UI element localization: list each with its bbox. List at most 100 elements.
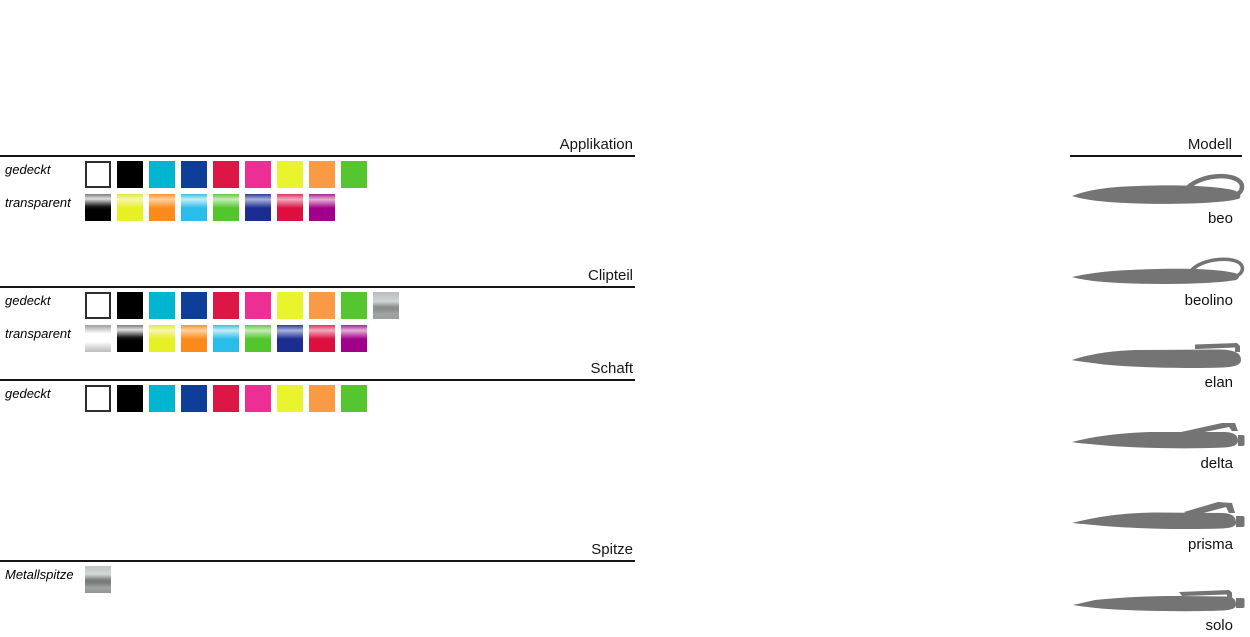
swatch-green[interactable] xyxy=(341,292,367,319)
swatch-green[interactable] xyxy=(341,385,367,412)
swatch-black[interactable] xyxy=(117,385,143,412)
swatch-orange[interactable] xyxy=(309,161,335,188)
swatch-strip xyxy=(85,566,111,593)
swatch-pink[interactable] xyxy=(245,385,271,412)
swatch-purple-transparent[interactable] xyxy=(309,194,335,221)
model-item-delta[interactable]: delta xyxy=(1070,415,1247,473)
swatch-orange[interactable] xyxy=(309,385,335,412)
swatch-yellow[interactable] xyxy=(277,292,303,319)
pen-silhouette-elan-icon xyxy=(1072,343,1241,369)
variant-label: gedeckt xyxy=(5,386,51,401)
section-title-applikation: Applikation xyxy=(0,135,635,157)
swatch-metal-silver[interactable] xyxy=(85,566,111,593)
swatch-blue-transparent[interactable] xyxy=(277,325,303,352)
swatch-white[interactable] xyxy=(85,292,111,319)
swatch-yellow[interactable] xyxy=(277,385,303,412)
swatch-black[interactable] xyxy=(117,161,143,188)
swatch-blue[interactable] xyxy=(181,161,207,188)
swatch-strip xyxy=(85,325,367,352)
section-title-schaft: Schaft xyxy=(0,359,635,381)
swatch-cyan[interactable] xyxy=(149,161,175,188)
swatch-row-gedeckt: gedeckt xyxy=(0,161,635,188)
model-label-prisma: prisma xyxy=(1187,536,1233,553)
swatch-pink[interactable] xyxy=(245,292,271,319)
pen-silhouette-beolino-icon xyxy=(1072,257,1245,284)
swatch-row-transparent: transparent xyxy=(0,325,635,352)
section-title-text: Applikation xyxy=(559,136,633,153)
section-title-text: Modell xyxy=(1187,136,1232,153)
swatch-rows-schaft: gedeckt xyxy=(0,385,635,412)
variant-label: transparent xyxy=(5,326,71,341)
variant-label: transparent xyxy=(5,195,71,210)
swatch-blue[interactable] xyxy=(181,292,207,319)
section-modell: Modell xyxy=(1070,135,1242,157)
swatch-cyan-transparent[interactable] xyxy=(213,325,239,352)
swatch-black-transparent[interactable] xyxy=(85,194,111,221)
variant-label: gedeckt xyxy=(5,162,51,177)
swatch-red-transparent[interactable] xyxy=(277,194,303,221)
swatch-orange[interactable] xyxy=(309,292,335,319)
variant-label: gedeckt xyxy=(5,293,51,308)
model-item-beolino[interactable]: beolino xyxy=(1070,252,1247,310)
swatch-cyan[interactable] xyxy=(149,292,175,319)
swatch-rows-clipteil: gedeckt transparent xyxy=(0,292,635,352)
swatch-red[interactable] xyxy=(213,292,239,319)
section-title-text: Clipteil xyxy=(587,267,633,284)
swatch-blue-transparent[interactable] xyxy=(245,194,271,221)
swatch-orange-transparent[interactable] xyxy=(181,325,207,352)
section-title-text: Spitze xyxy=(591,541,633,558)
swatch-clear-transparent[interactable] xyxy=(85,325,111,352)
section-title-text: Schaft xyxy=(590,360,633,377)
swatch-cyan-transparent[interactable] xyxy=(181,194,207,221)
model-item-beo[interactable]: beo xyxy=(1070,170,1247,228)
pen-silhouette-prisma-icon xyxy=(1072,502,1245,530)
swatch-black[interactable] xyxy=(117,292,143,319)
swatch-row-metallspitze: Metallspitze xyxy=(0,566,635,593)
swatch-blue[interactable] xyxy=(181,385,207,412)
swatch-pink[interactable] xyxy=(245,161,271,188)
pen-silhouette-delta-icon xyxy=(1072,423,1245,449)
section-title-modell: Modell xyxy=(1070,135,1242,157)
swatch-red[interactable] xyxy=(213,385,239,412)
swatch-row-gedeckt: gedeckt xyxy=(0,385,635,412)
model-label-beolino: beolino xyxy=(1184,292,1233,309)
swatch-strip xyxy=(85,161,367,188)
swatch-strip xyxy=(85,292,399,319)
swatch-red[interactable] xyxy=(213,161,239,188)
swatch-strip xyxy=(85,385,367,412)
pen-silhouette-solo-icon xyxy=(1073,590,1245,612)
swatch-red-transparent[interactable] xyxy=(309,325,335,352)
model-label-beo: beo xyxy=(1207,210,1233,227)
model-item-elan[interactable]: elan xyxy=(1070,334,1247,392)
swatch-green-transparent[interactable] xyxy=(213,194,239,221)
model-label-elan: elan xyxy=(1204,374,1233,391)
pen-silhouette-beo-icon xyxy=(1072,173,1245,204)
model-label-delta: delta xyxy=(1200,455,1233,472)
swatch-white[interactable] xyxy=(85,385,111,412)
swatch-green-transparent[interactable] xyxy=(245,325,271,352)
section-title-clipteil: Clipteil xyxy=(0,266,635,288)
swatch-silver[interactable] xyxy=(373,292,399,319)
section-spitze: Spitze Metallspitze xyxy=(0,540,635,599)
swatch-cyan[interactable] xyxy=(149,385,175,412)
swatch-black-transparent[interactable] xyxy=(117,325,143,352)
swatch-strip xyxy=(85,194,335,221)
swatch-rows-spitze: Metallspitze xyxy=(0,566,635,593)
section-clipteil: Clipteil gedeckt transparent xyxy=(0,266,635,358)
swatch-row-transparent: transparent xyxy=(0,194,635,221)
swatch-row-gedeckt: gedeckt xyxy=(0,292,635,319)
swatch-white[interactable] xyxy=(85,161,111,188)
variant-label: Metallspitze xyxy=(5,567,74,582)
section-applikation: Applikation gedeckt transparent xyxy=(0,135,635,227)
swatch-yellow-transparent[interactable] xyxy=(149,325,175,352)
model-item-prisma[interactable]: prisma xyxy=(1070,496,1247,554)
section-title-spitze: Spitze xyxy=(0,540,635,562)
swatch-orange-transparent[interactable] xyxy=(149,194,175,221)
swatch-yellow-transparent[interactable] xyxy=(117,194,143,221)
model-item-solo[interactable]: solo xyxy=(1070,577,1247,635)
swatch-yellow[interactable] xyxy=(277,161,303,188)
swatch-purple-transparent[interactable] xyxy=(341,325,367,352)
swatch-green[interactable] xyxy=(341,161,367,188)
model-label-solo: solo xyxy=(1205,617,1233,634)
